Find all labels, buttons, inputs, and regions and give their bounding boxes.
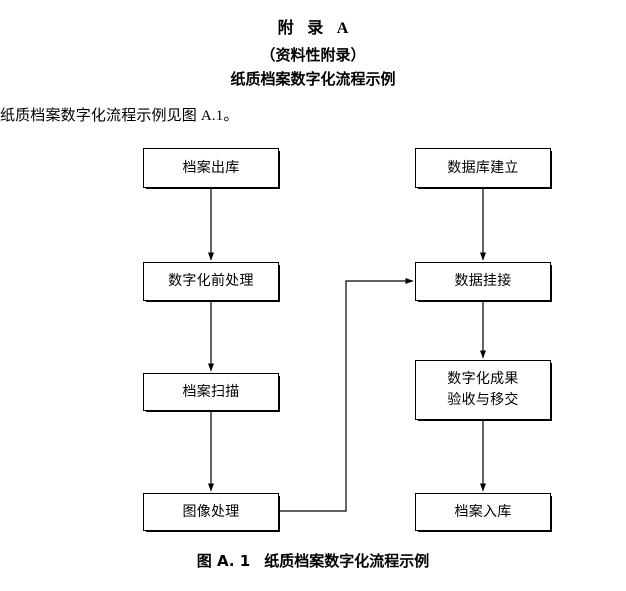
- annex-title: 纸质档案数字化流程示例: [230, 70, 396, 88]
- flow-node-label: 档案扫描: [182, 384, 240, 400]
- flow-node-shujuku[interactable]: 数据库建立: [415, 148, 551, 188]
- flow-node-label-line2: 验收与移交: [447, 393, 519, 408]
- body-paragraph: 纸质档案数字化流程示例见图 A.1。: [0, 108, 239, 124]
- flow-node-label: 数据挂接: [454, 274, 512, 289]
- flow-node-label: 档案出库: [182, 160, 240, 176]
- flow-node-saomiao[interactable]: 档案扫描: [143, 373, 279, 411]
- flow-node-label: 数字化前处理: [168, 274, 254, 289]
- flow-node-tuxiang[interactable]: 图像处理: [143, 493, 279, 531]
- figure-caption-number: 图 A. 1: [196, 552, 251, 570]
- flow-node-label: 图像处理: [182, 504, 240, 520]
- flow-node-label: 数据库建立: [447, 160, 519, 176]
- flow-node-guajie[interactable]: 数据挂接: [415, 262, 551, 301]
- annex-label: 附 录 A: [277, 20, 354, 37]
- flow-node-label-line1: 数字化成果: [447, 372, 519, 387]
- figure-caption: 图 A. 1 纸质档案数字化流程示例: [0, 550, 626, 571]
- flow-node-label: 档案入库: [454, 504, 512, 520]
- flow-node-qianchuli[interactable]: 数字化前处理: [143, 262, 279, 301]
- annex-kind-subtitle: （资料性附录）: [260, 46, 366, 64]
- flow-node-ruku[interactable]: 档案入库: [415, 493, 551, 531]
- figure-caption-text: 纸质档案数字化流程示例: [264, 552, 430, 570]
- flow-node-chuku[interactable]: 档案出库: [143, 148, 279, 188]
- flow-node-chengguo[interactable]: 数字化成果 验收与移交: [415, 360, 551, 420]
